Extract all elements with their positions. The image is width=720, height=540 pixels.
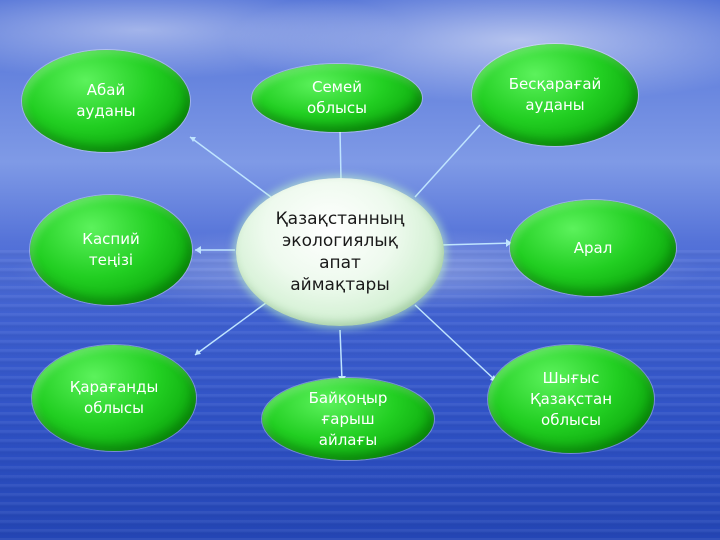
connector-beskaragai	[414, 124, 481, 198]
arrowhead-abai	[190, 137, 196, 142]
connector-semei	[339, 129, 342, 181]
node-abai-district: Абай ауданы	[22, 50, 190, 152]
connector-baikonur	[339, 329, 343, 381]
center-topic: Қазақстанның экологиялық апат аймақтары	[236, 178, 444, 326]
node-caspian-sea: Каспий теңізі	[30, 195, 192, 305]
node-baikonur-cosmodrome: Байқоңыр ғарыш айлағы	[262, 378, 434, 460]
connector-east-kz	[414, 304, 496, 381]
arrowhead-aral	[506, 239, 512, 247]
node-karaganda-region: Қарағанды облысы	[32, 345, 196, 451]
node-semei-region: Семей облысы	[252, 64, 422, 132]
connector-abai	[189, 136, 276, 201]
node-east-kazakhstan-region: Шығыс Қазақстан облысы	[488, 345, 654, 453]
node-aral: Арал	[510, 200, 676, 296]
connector-aral	[439, 242, 513, 246]
connector-karaganda	[194, 299, 271, 356]
arrowhead-caspian	[195, 246, 201, 254]
arrowhead-karaganda	[195, 349, 201, 355]
node-beskaragai-district: Бесқарағай ауданы	[472, 44, 638, 146]
